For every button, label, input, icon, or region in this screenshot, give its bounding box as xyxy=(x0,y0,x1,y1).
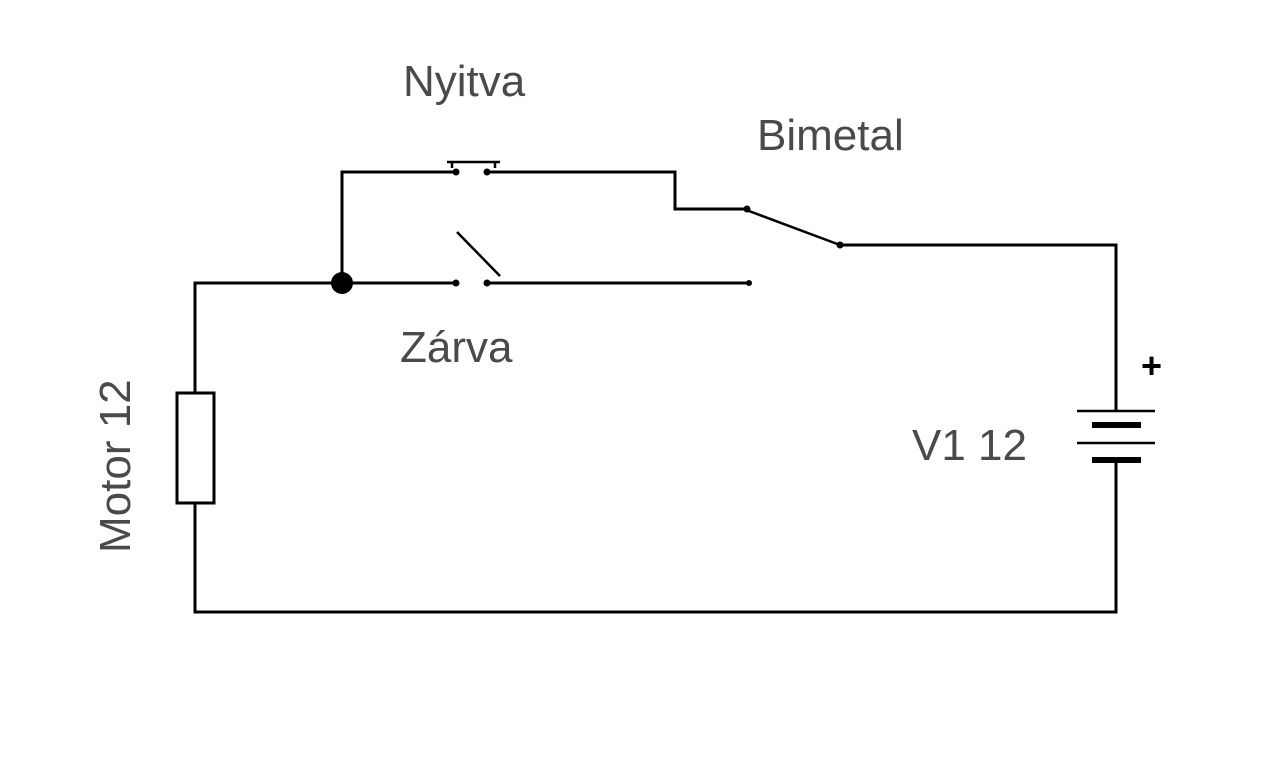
closed-switch xyxy=(340,231,747,287)
label-bimetal: Bimetal xyxy=(757,111,904,160)
open-switch xyxy=(340,160,749,285)
battery xyxy=(1077,409,1155,472)
label-battery: V1 12 xyxy=(912,421,1027,470)
battery-plus-sign: + xyxy=(1141,345,1162,386)
bimetal-switch xyxy=(743,205,1118,412)
label-closed-switch: Zárva xyxy=(400,323,513,372)
label-motor: Motor 12 xyxy=(91,379,140,553)
motor-resistor xyxy=(175,281,216,505)
label-open-switch: Nyitva xyxy=(403,57,526,106)
wire-bottom xyxy=(193,461,1118,614)
